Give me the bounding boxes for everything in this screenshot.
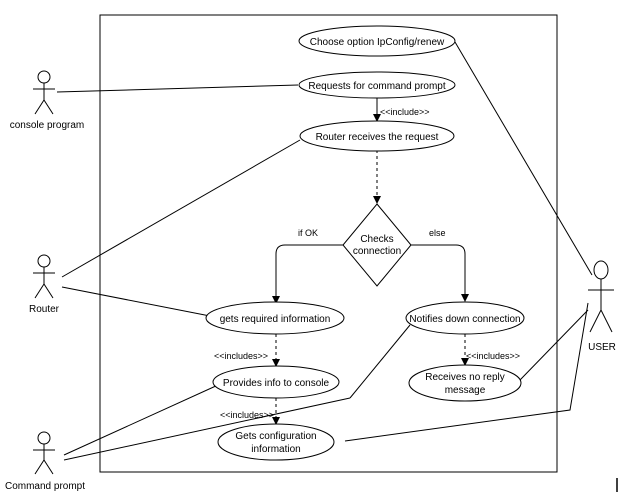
use-case-choose-option: Choose option IpConfig/renew bbox=[298, 25, 456, 57]
assoc-notifies-link bbox=[349, 324, 411, 399]
use-case-label-line2: information bbox=[251, 444, 300, 455]
use-case-label: Choose option IpConfig/renew bbox=[310, 37, 445, 48]
use-case-label: gets required information bbox=[220, 314, 331, 325]
assoc-cmd-notifies bbox=[63, 397, 351, 461]
system-boundary bbox=[99, 14, 558, 473]
stick-figure-icon bbox=[588, 260, 614, 333]
actor-label: console program bbox=[10, 120, 84, 131]
assoc-user-noreply bbox=[519, 309, 589, 381]
assoc-user-config bbox=[344, 302, 589, 442]
use-case-label-line2: message bbox=[445, 385, 486, 396]
use-case-no-reply: Receives no reply message bbox=[408, 364, 522, 402]
decision-label-line1: Checks bbox=[360, 234, 393, 245]
use-case-provides-info: Provides info to console bbox=[212, 365, 340, 399]
assoc-router-receives bbox=[61, 139, 301, 278]
actor-router: Router bbox=[29, 254, 60, 315]
arrow-else bbox=[411, 244, 469, 302]
use-case-label: Requests for command prompt bbox=[308, 81, 446, 92]
use-case-label-line1: Receives no reply bbox=[425, 372, 504, 383]
decision-checks-connection: Checks connection bbox=[342, 203, 412, 287]
use-case-label-line1: Gets configuration bbox=[235, 431, 316, 442]
actor-command-prompt: Command prompt bbox=[5, 431, 85, 492]
assoc-user-choose bbox=[454, 41, 593, 276]
assoc-router-gets-info bbox=[61, 286, 211, 317]
actor-label: Command prompt bbox=[5, 481, 85, 492]
use-case-label: Provides info to console bbox=[223, 378, 330, 389]
actor-user: USER bbox=[588, 260, 616, 353]
edge-label-include: <<include>> bbox=[380, 107, 430, 117]
use-case-requests-cmd: Requests for command prompt bbox=[298, 71, 456, 99]
edge-label-if-ok: if OK bbox=[298, 228, 318, 238]
arrow-if-ok bbox=[272, 244, 343, 304]
edge-label-else: else bbox=[429, 228, 446, 238]
association-lines bbox=[56, 41, 593, 461]
assoc-cmd-provides bbox=[63, 384, 219, 456]
use-case-label: Router receives the request bbox=[316, 132, 439, 143]
edge-label-includes-a: <<includes>> bbox=[214, 351, 268, 361]
actor-console-program: console program bbox=[10, 70, 84, 131]
edge-label-includes-b: <<includes>> bbox=[466, 351, 520, 361]
actor-label: Router bbox=[29, 304, 60, 315]
decision-label-line2: connection bbox=[353, 246, 401, 257]
use-case-gets-config: Gets configuration information bbox=[217, 423, 335, 461]
actor-label: USER bbox=[588, 342, 616, 353]
stick-figure-icon bbox=[33, 431, 55, 475]
stick-figure-icon bbox=[33, 254, 55, 299]
use-case-notifies-down: Notifies down connection bbox=[405, 301, 525, 335]
flow-arrows bbox=[272, 97, 469, 425]
use-case-gets-info: gets required information bbox=[205, 301, 345, 335]
assoc-console-requests bbox=[56, 84, 299, 93]
edge-label-includes-c: <<includes>> bbox=[220, 410, 274, 420]
use-case-label: Notifies down connection bbox=[409, 314, 520, 325]
use-case-router-receives: Router receives the request bbox=[299, 120, 455, 152]
stick-figure-icon bbox=[33, 70, 55, 115]
